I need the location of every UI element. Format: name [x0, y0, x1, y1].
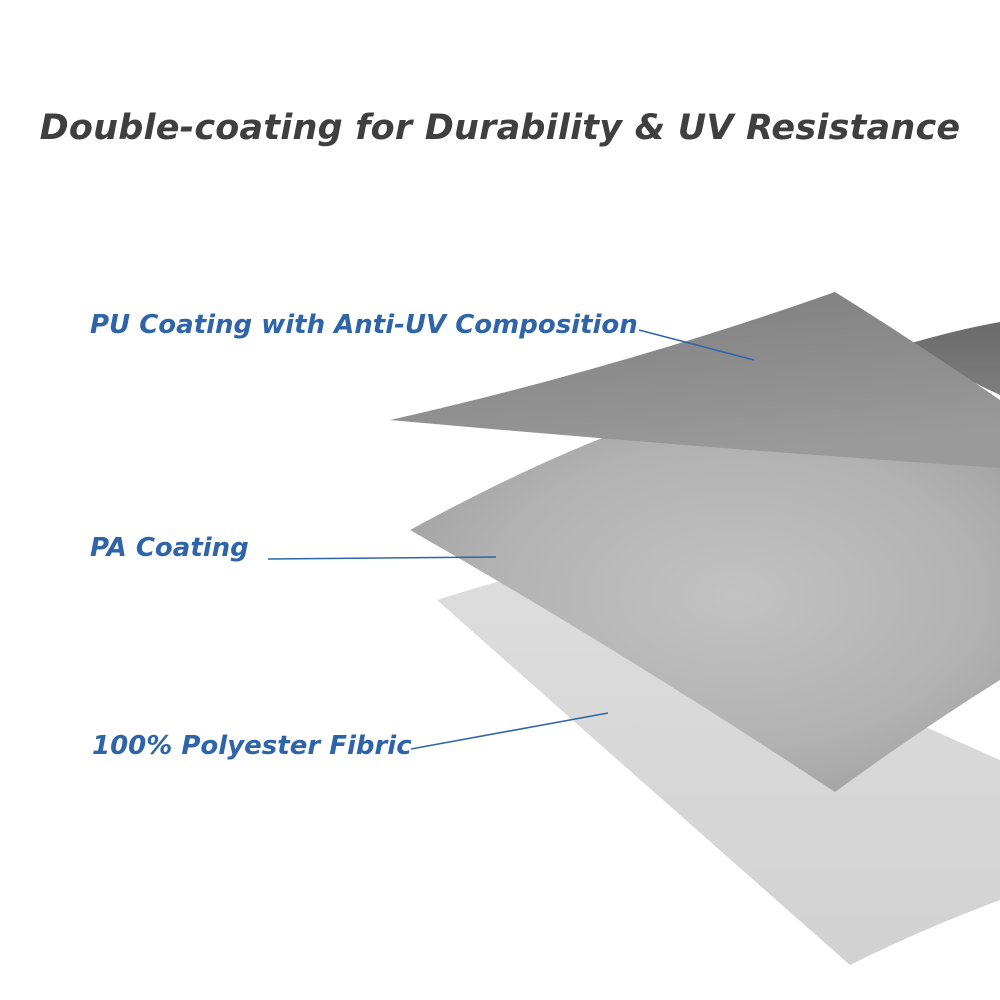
diagram-title: Double-coating for Durability & UV Resis…	[39, 108, 961, 148]
pa-coating-label: PA Coating	[90, 533, 249, 563]
pu-leader-line	[638, 329, 755, 361]
pu-layer-fold	[905, 322, 1000, 395]
polyester-fabric-label: 100% Polyester Fibric	[92, 731, 412, 761]
pa-leader-line	[267, 556, 497, 560]
fabric-leader-line	[410, 712, 609, 750]
fabric-layer	[437, 565, 1000, 965]
pu-coating-label: PU Coating with Anti-UV Composition	[90, 310, 638, 340]
pu-layer	[390, 292, 1000, 468]
pa-layer	[410, 435, 1000, 792]
